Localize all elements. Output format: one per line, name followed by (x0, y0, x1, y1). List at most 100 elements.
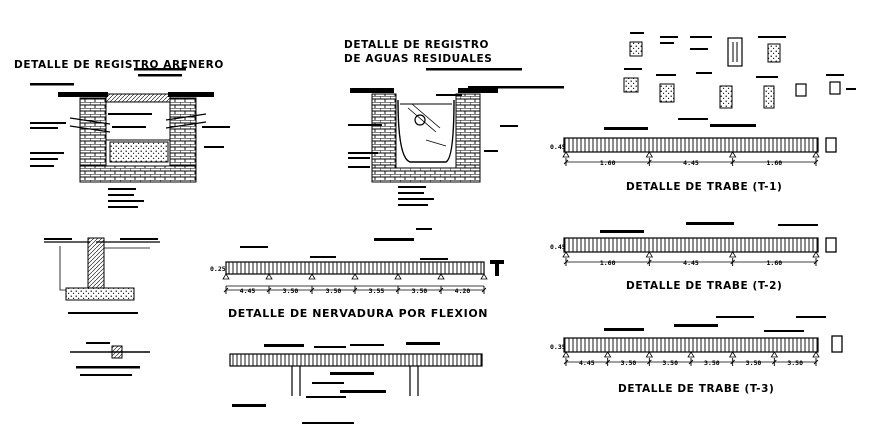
rib-height-dim: 0.25 (210, 265, 226, 273)
span-label: 4.45 (240, 287, 256, 295)
dimension-tick (772, 358, 777, 366)
aguas-residuales-detail: DETALLE DE REGISTRO DE AGUAS RESIDUALES (344, 39, 564, 206)
span-label: 3.50 (787, 359, 803, 367)
ground-slab-left (58, 92, 108, 97)
support-triangle (351, 273, 359, 280)
dimension-tick (647, 258, 652, 266)
base-brick (79, 165, 197, 183)
dimension-tick (563, 358, 569, 366)
trabe-t2-section (825, 237, 837, 253)
span-label: 4.45 (683, 259, 699, 267)
connection-detail (70, 342, 150, 376)
support-triangle (562, 251, 570, 258)
ground-slab-left (350, 88, 394, 93)
trabe-t3-title: DETALLE DE TRABE (T-3) (618, 383, 774, 395)
dimension-tick (688, 358, 694, 366)
dimension-tick (309, 286, 315, 294)
dimension-tick (647, 358, 652, 366)
support-triangle (645, 151, 654, 158)
support-triangle (812, 151, 820, 158)
registro-arenero-detail: DETALLE DE REGISTRO ARENERO (14, 59, 230, 208)
trabe-t1-height: 0.45 (550, 143, 566, 151)
support-triangle (308, 273, 316, 280)
dimension-tick (395, 286, 401, 294)
left-brick-wall (371, 93, 397, 181)
trabe-t3-beam (563, 337, 819, 353)
trabe-t3-section (831, 335, 843, 353)
dimension-tick (223, 286, 229, 294)
span-label: 4.45 (683, 159, 699, 167)
support-triangle (812, 251, 820, 258)
span-label: 1.60 (767, 159, 783, 167)
support-triangle (728, 251, 737, 258)
trabe-t1-section (825, 137, 837, 153)
dimension-tick (605, 358, 610, 366)
span-label: 4.20 (455, 287, 471, 295)
beam-sections (623, 32, 856, 109)
dimension-tick (481, 286, 487, 294)
span-label: 3.50 (326, 287, 342, 295)
rib-elevation (229, 353, 483, 367)
excavation-detail (44, 237, 160, 314)
span-label: 3.50 (746, 359, 762, 367)
support-triangle (480, 273, 488, 280)
dimension-tick (352, 286, 358, 294)
span-label: 1.60 (600, 259, 616, 267)
dimension-tick (730, 358, 735, 366)
dimension-tick (438, 286, 444, 294)
trabe-t3-height: 0.35 (550, 343, 566, 351)
dimension-tick (730, 158, 735, 166)
lid (105, 93, 171, 103)
support-triangle (645, 251, 654, 258)
support-triangle (728, 151, 737, 158)
ground-slab-right (168, 92, 214, 97)
base-brick (371, 167, 481, 183)
registro-arenero-title: DETALLE DE REGISTRO ARENERO (14, 59, 224, 71)
trabe-t1-title: DETALLE DE TRABE (T-1) (626, 181, 782, 193)
trabe-t2-beam (563, 237, 819, 253)
nervadura-title: DETALLE DE NERVADURA POR FLEXION (228, 307, 488, 320)
trabe-t1-beam (563, 137, 819, 153)
dimension-tick (813, 358, 819, 366)
dimension-tick (813, 158, 819, 166)
trabe-t1-spans: 1.60 4.45 1.60 (562, 151, 820, 167)
dimension-tick (563, 158, 569, 166)
support-triangle (728, 351, 737, 358)
support-triangle (687, 351, 695, 358)
support-triangle (222, 273, 230, 280)
support-triangle (394, 273, 402, 280)
support-triangle (265, 273, 273, 280)
span-label: 3.50 (704, 359, 720, 367)
span-label: 3.50 (662, 359, 678, 367)
span-label: 1.60 (767, 259, 783, 267)
trabe-t1-detail: 0.45 1.60 4.45 1.60 DETALLE DE TRABE (T-1) (550, 118, 837, 193)
aguas-residuales-title-line2: DE AGUAS RESIDUALES (344, 53, 492, 65)
support-triangle (603, 351, 612, 358)
sand-trap (109, 141, 169, 163)
dimension-tick (730, 258, 735, 266)
support-triangle (812, 351, 820, 358)
dimension-tick (266, 286, 272, 294)
trabe-t2-height: 0.45 (550, 243, 566, 251)
span-label: 3.50 (412, 287, 428, 295)
support-triangle (562, 351, 570, 358)
aguas-residuales-title-line1: DETALLE DE REGISTRO (344, 39, 489, 51)
ground-slab-right (458, 88, 498, 93)
support-triangle (437, 273, 445, 280)
span-label: 1.60 (600, 159, 616, 167)
rib-beam (225, 261, 485, 275)
span-label: 3.50 (283, 287, 299, 295)
support-triangle (562, 151, 570, 158)
support-triangle (770, 351, 779, 358)
trabe-t2-spans: 1.60 4.45 1.60 (562, 251, 820, 267)
dimension-tick (813, 258, 819, 266)
dimension-tick (563, 258, 569, 266)
support-triangle (645, 351, 654, 358)
channel (397, 99, 455, 163)
dimension-tick (647, 158, 652, 166)
